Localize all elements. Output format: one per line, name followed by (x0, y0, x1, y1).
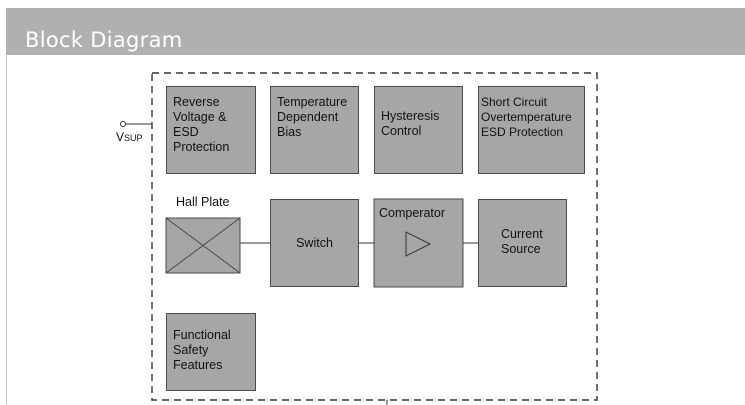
hall-plate-label: Hall Plate (176, 195, 230, 209)
vsup-pin-icon (120, 121, 126, 127)
vsup-label: VSUP (116, 130, 143, 144)
short-circuit-block: Short Circuit Overtemperature ESD Protec… (478, 86, 585, 174)
comparator-triangle-icon (405, 231, 432, 257)
temperature-bias-block: Temperature Dependent Bias (270, 86, 359, 174)
current-source-block: Current Source (478, 199, 567, 287)
comparator-box (373, 198, 464, 288)
reverse-voltage-esd-block: Reverse Voltage & ESD Protection (166, 86, 256, 174)
chip-boundary (151, 72, 598, 401)
hall-plate-diagonal-b (165, 217, 241, 274)
section-header: Block Diagram (6, 8, 745, 55)
vsup-label-sub: SUP (124, 133, 143, 143)
functional-safety-block: Functional Safety Features (166, 313, 256, 391)
section-title: Block Diagram (25, 28, 183, 52)
comparator-label: Comperator (379, 206, 445, 220)
switch-block: Switch (270, 199, 359, 287)
vsup-label-main: V (116, 130, 125, 144)
hysteresis-control-block: Hysteresis Control (374, 86, 463, 174)
